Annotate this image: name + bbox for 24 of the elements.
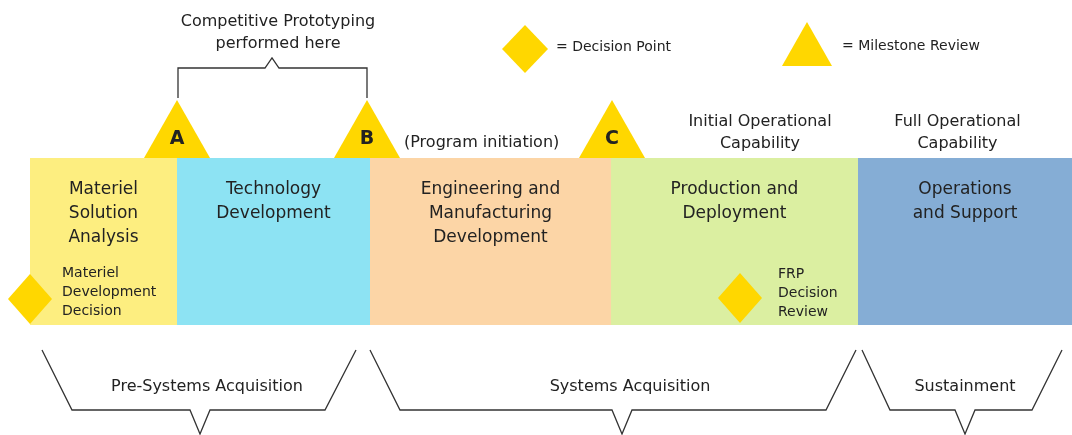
legend-text: = Decision Point (556, 38, 671, 54)
legend-text: = Milestone Review (842, 37, 980, 53)
annotation-text: Materiel Development Decision (62, 263, 158, 320)
milestone-letter: A (169, 126, 185, 148)
phase-box (611, 158, 858, 325)
milestone-letter: B (359, 126, 375, 148)
annotation-text: (Program initiation) (404, 131, 561, 153)
phase-box (30, 158, 177, 325)
phase-title: Production and Deployment (669, 177, 800, 224)
milestone-letter: C (605, 126, 619, 148)
phase-group-label: Pre-Systems Acquisition (110, 375, 304, 397)
phase-group-label: Sustainment (913, 375, 1017, 397)
phase-title: Engineering and Manufacturing Development (419, 177, 562, 248)
phase-group-label: Systems Acquisition (548, 375, 712, 397)
phase-title: Technology Development (215, 177, 332, 224)
phase-title: Materiel Solution Analysis (67, 177, 140, 248)
annotation-text: Full Operational Capability (893, 110, 1022, 154)
annotation-text: Competitive Prototyping performed here (179, 10, 377, 54)
phase-box (177, 158, 370, 325)
annotation-text: FRP Decision Review (778, 264, 839, 321)
phase-box (370, 158, 611, 325)
phase-box (858, 158, 1072, 325)
phase-title: Operations and Support (911, 177, 1019, 224)
annotation-text: Initial Operational Capability (687, 110, 833, 154)
